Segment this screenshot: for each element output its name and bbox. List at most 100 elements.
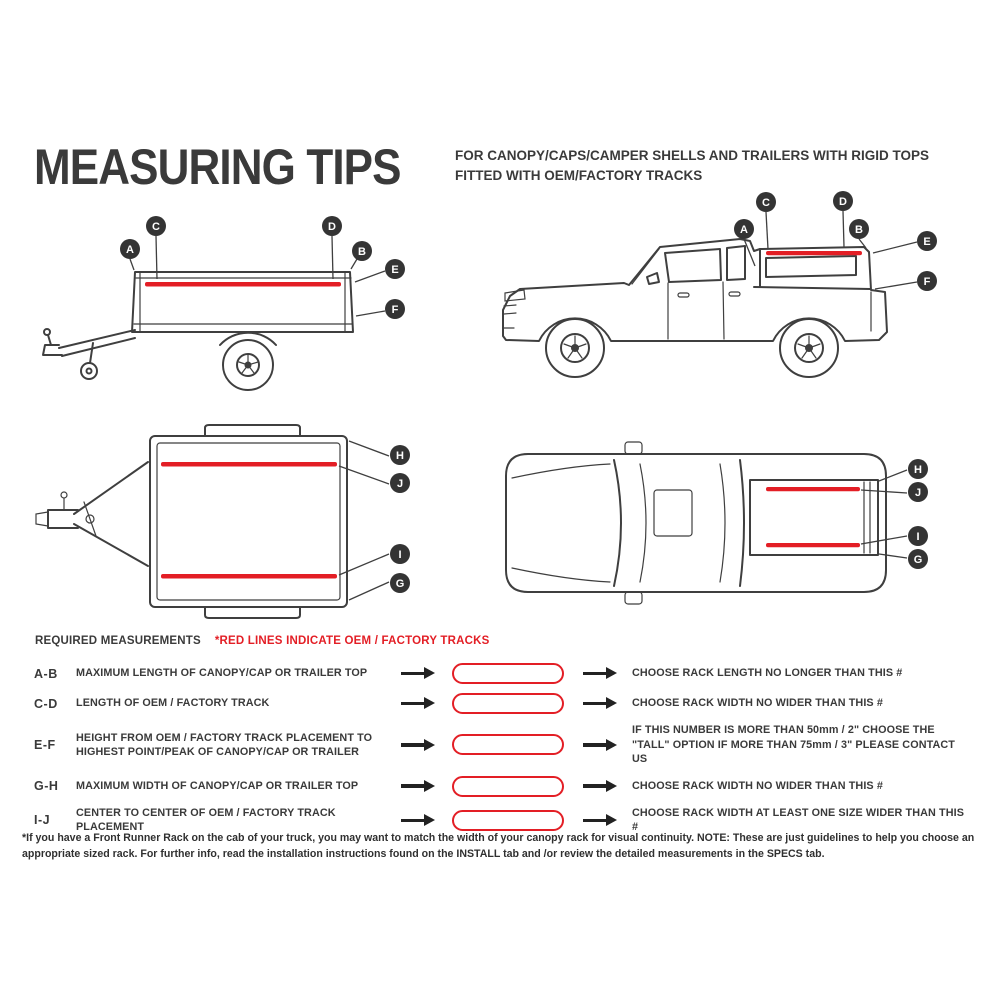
arrow-right-icon: [401, 818, 425, 822]
page-title: MEASURING TIPS: [34, 139, 401, 195]
callout-j-label: J: [915, 487, 921, 499]
measurement-row-ij: I-J CENTER TO CENTER OF OEM / FACTORY TR…: [34, 806, 969, 835]
measurement-key: C-D: [34, 696, 58, 711]
measurement-label: MAXIMUM LENGTH OF CANOPY/CAP OR TRAILER …: [76, 667, 368, 680]
factory-track-line: [766, 487, 860, 492]
trailer-drawbar: [42, 328, 136, 380]
callout-g-badge: G: [348, 573, 410, 601]
measurement-row-ef: E-F HEIGHT FROM OEM / FACTORY TRACK PLAC…: [34, 723, 969, 767]
measurement-result: IF THIS NUMBER IS MORE THAN 50mm / 2" CH…: [632, 724, 955, 766]
measurement-label: CENTER TO CENTER OF OEM / FACTORY TRACK …: [76, 807, 336, 834]
callout-d-label: D: [839, 196, 847, 208]
trailer-side-diagram: A C D B E F: [42, 216, 405, 391]
callout-e-badge: E: [872, 231, 937, 254]
factory-track-line: [766, 251, 862, 256]
callout-f-badge: F: [874, 271, 937, 291]
callout-j-badge: J: [338, 465, 410, 493]
callout-a-label: A: [740, 224, 748, 236]
truck-canopy: [753, 248, 872, 332]
callout-b-label: B: [358, 246, 366, 258]
required-measurements-label: REQUIRED MEASUREMENTS: [35, 635, 201, 647]
measurement-key: G-H: [34, 779, 59, 794]
arrow-right-icon: [583, 743, 607, 747]
arrow-right-icon: [401, 671, 425, 676]
callout-c-label: C: [152, 221, 160, 233]
callout-f-label: F: [924, 276, 931, 288]
measurement-row-gh: G-H MAXIMUM WIDTH OF CANOPY/CAP OR TRAIL…: [34, 775, 969, 797]
callout-c-badge: C: [146, 216, 166, 280]
arrow-right-icon: [401, 701, 425, 706]
factory-track-line: [161, 462, 337, 467]
arrow-right-icon: [583, 701, 607, 706]
factory-track-line: [766, 543, 860, 548]
callout-h-badge: H: [348, 440, 410, 465]
trailer-wheel: [219, 331, 277, 391]
callout-a-label: A: [126, 244, 134, 256]
footnote: *If you have a Front Runner Rack on the …: [22, 832, 975, 860]
callout-h-label: H: [914, 464, 922, 476]
measurement-label: MAXIMUM WIDTH OF CANOPY/CAP OR TRAILER T…: [76, 780, 359, 793]
measurement-value-box: [452, 734, 564, 756]
callout-g-badge: G: [878, 549, 928, 569]
measurement-key: A-B: [34, 666, 58, 681]
measurement-key: E-F: [34, 737, 56, 752]
callout-c-label: C: [762, 197, 770, 209]
measurement-label: HEIGHT FROM OEM / FACTORY TRACK PLACEMEN…: [76, 731, 373, 758]
callout-e-label: E: [923, 236, 930, 248]
truck-wheels: [545, 318, 839, 378]
measurement-result: CHOOSE RACK WIDTH AT LEAST ONE SIZE WIDE…: [632, 806, 965, 834]
trailer-box: [131, 271, 354, 333]
callout-i-label: I: [398, 549, 401, 561]
trailer-top-diagram: H J I G: [35, 424, 410, 619]
callout-h-label: H: [396, 450, 404, 462]
callout-j-badge: J: [860, 482, 928, 502]
callout-i-badge: I: [338, 544, 410, 576]
measurement-row-ab: A-B MAXIMUM LENGTH OF CANOPY/CAP OR TRAI…: [34, 663, 969, 684]
callout-f-label: F: [392, 304, 399, 316]
callout-i-label: I: [916, 531, 919, 543]
truck-top-body: [505, 441, 887, 605]
callout-g-label: G: [396, 578, 405, 590]
callout-d-badge: D: [322, 216, 342, 280]
arrow-right-icon: [401, 784, 425, 788]
measurement-table: A-B MAXIMUM LENGTH OF CANOPY/CAP OR TRAI…: [34, 663, 969, 844]
measurement-key: I-J: [34, 813, 51, 828]
truck-side-diagram: C D A B E F: [502, 191, 937, 378]
trailer-hitch: [35, 461, 149, 567]
callout-b-badge: B: [350, 241, 372, 270]
measurement-value-box: [452, 663, 564, 684]
arrow-right-icon: [583, 671, 607, 676]
measurement-result: CHOOSE RACK LENGTH NO LONGER THAN THIS #: [632, 667, 903, 680]
callout-d-badge: D: [833, 191, 853, 248]
arrow-right-icon: [583, 818, 607, 822]
callout-e-label: E: [391, 264, 398, 276]
page-subtitle: FOR CANOPY/CAPS/CAMPER SHELLS AND TRAILE…: [455, 148, 930, 184]
callout-b-label: B: [855, 224, 863, 236]
measurement-result: CHOOSE RACK WIDTH NO WIDER THAN THIS #: [632, 779, 883, 792]
legend: REQUIRED MEASUREMENTS *RED LINES INDICAT…: [35, 635, 490, 647]
measurement-value-box: [452, 693, 564, 714]
trailer-top-body: [149, 424, 348, 619]
callout-d-label: D: [328, 221, 336, 233]
callout-a-badge: A: [120, 239, 140, 271]
callout-b-badge: B: [849, 219, 869, 249]
red-lines-note: *RED LINES INDICATE OEM / FACTORY TRACKS: [214, 635, 490, 647]
arrow-right-icon: [401, 743, 425, 747]
arrow-right-icon: [583, 784, 607, 788]
measurement-result: CHOOSE RACK WIDTH NO WIDER THAN THIS #: [632, 697, 883, 710]
callout-e-badge: E: [354, 259, 405, 283]
truck-top-diagram: H J I G: [505, 441, 928, 605]
callout-f-badge: F: [355, 299, 405, 319]
factory-track-line: [145, 282, 341, 287]
callout-a-badge: A: [734, 219, 756, 267]
measurement-row-cd: C-D LENGTH OF OEM / FACTORY TRACK CHOOSE…: [34, 693, 969, 714]
measurement-label: LENGTH OF OEM / FACTORY TRACK: [76, 697, 270, 710]
factory-track-line: [161, 574, 337, 579]
callout-g-label: G: [914, 554, 923, 566]
truck-bed: [749, 479, 879, 556]
measurement-value-box: [452, 809, 564, 831]
callout-h-badge: H: [878, 459, 928, 482]
callout-i-badge: I: [860, 526, 928, 546]
callout-c-badge: C: [756, 192, 776, 250]
